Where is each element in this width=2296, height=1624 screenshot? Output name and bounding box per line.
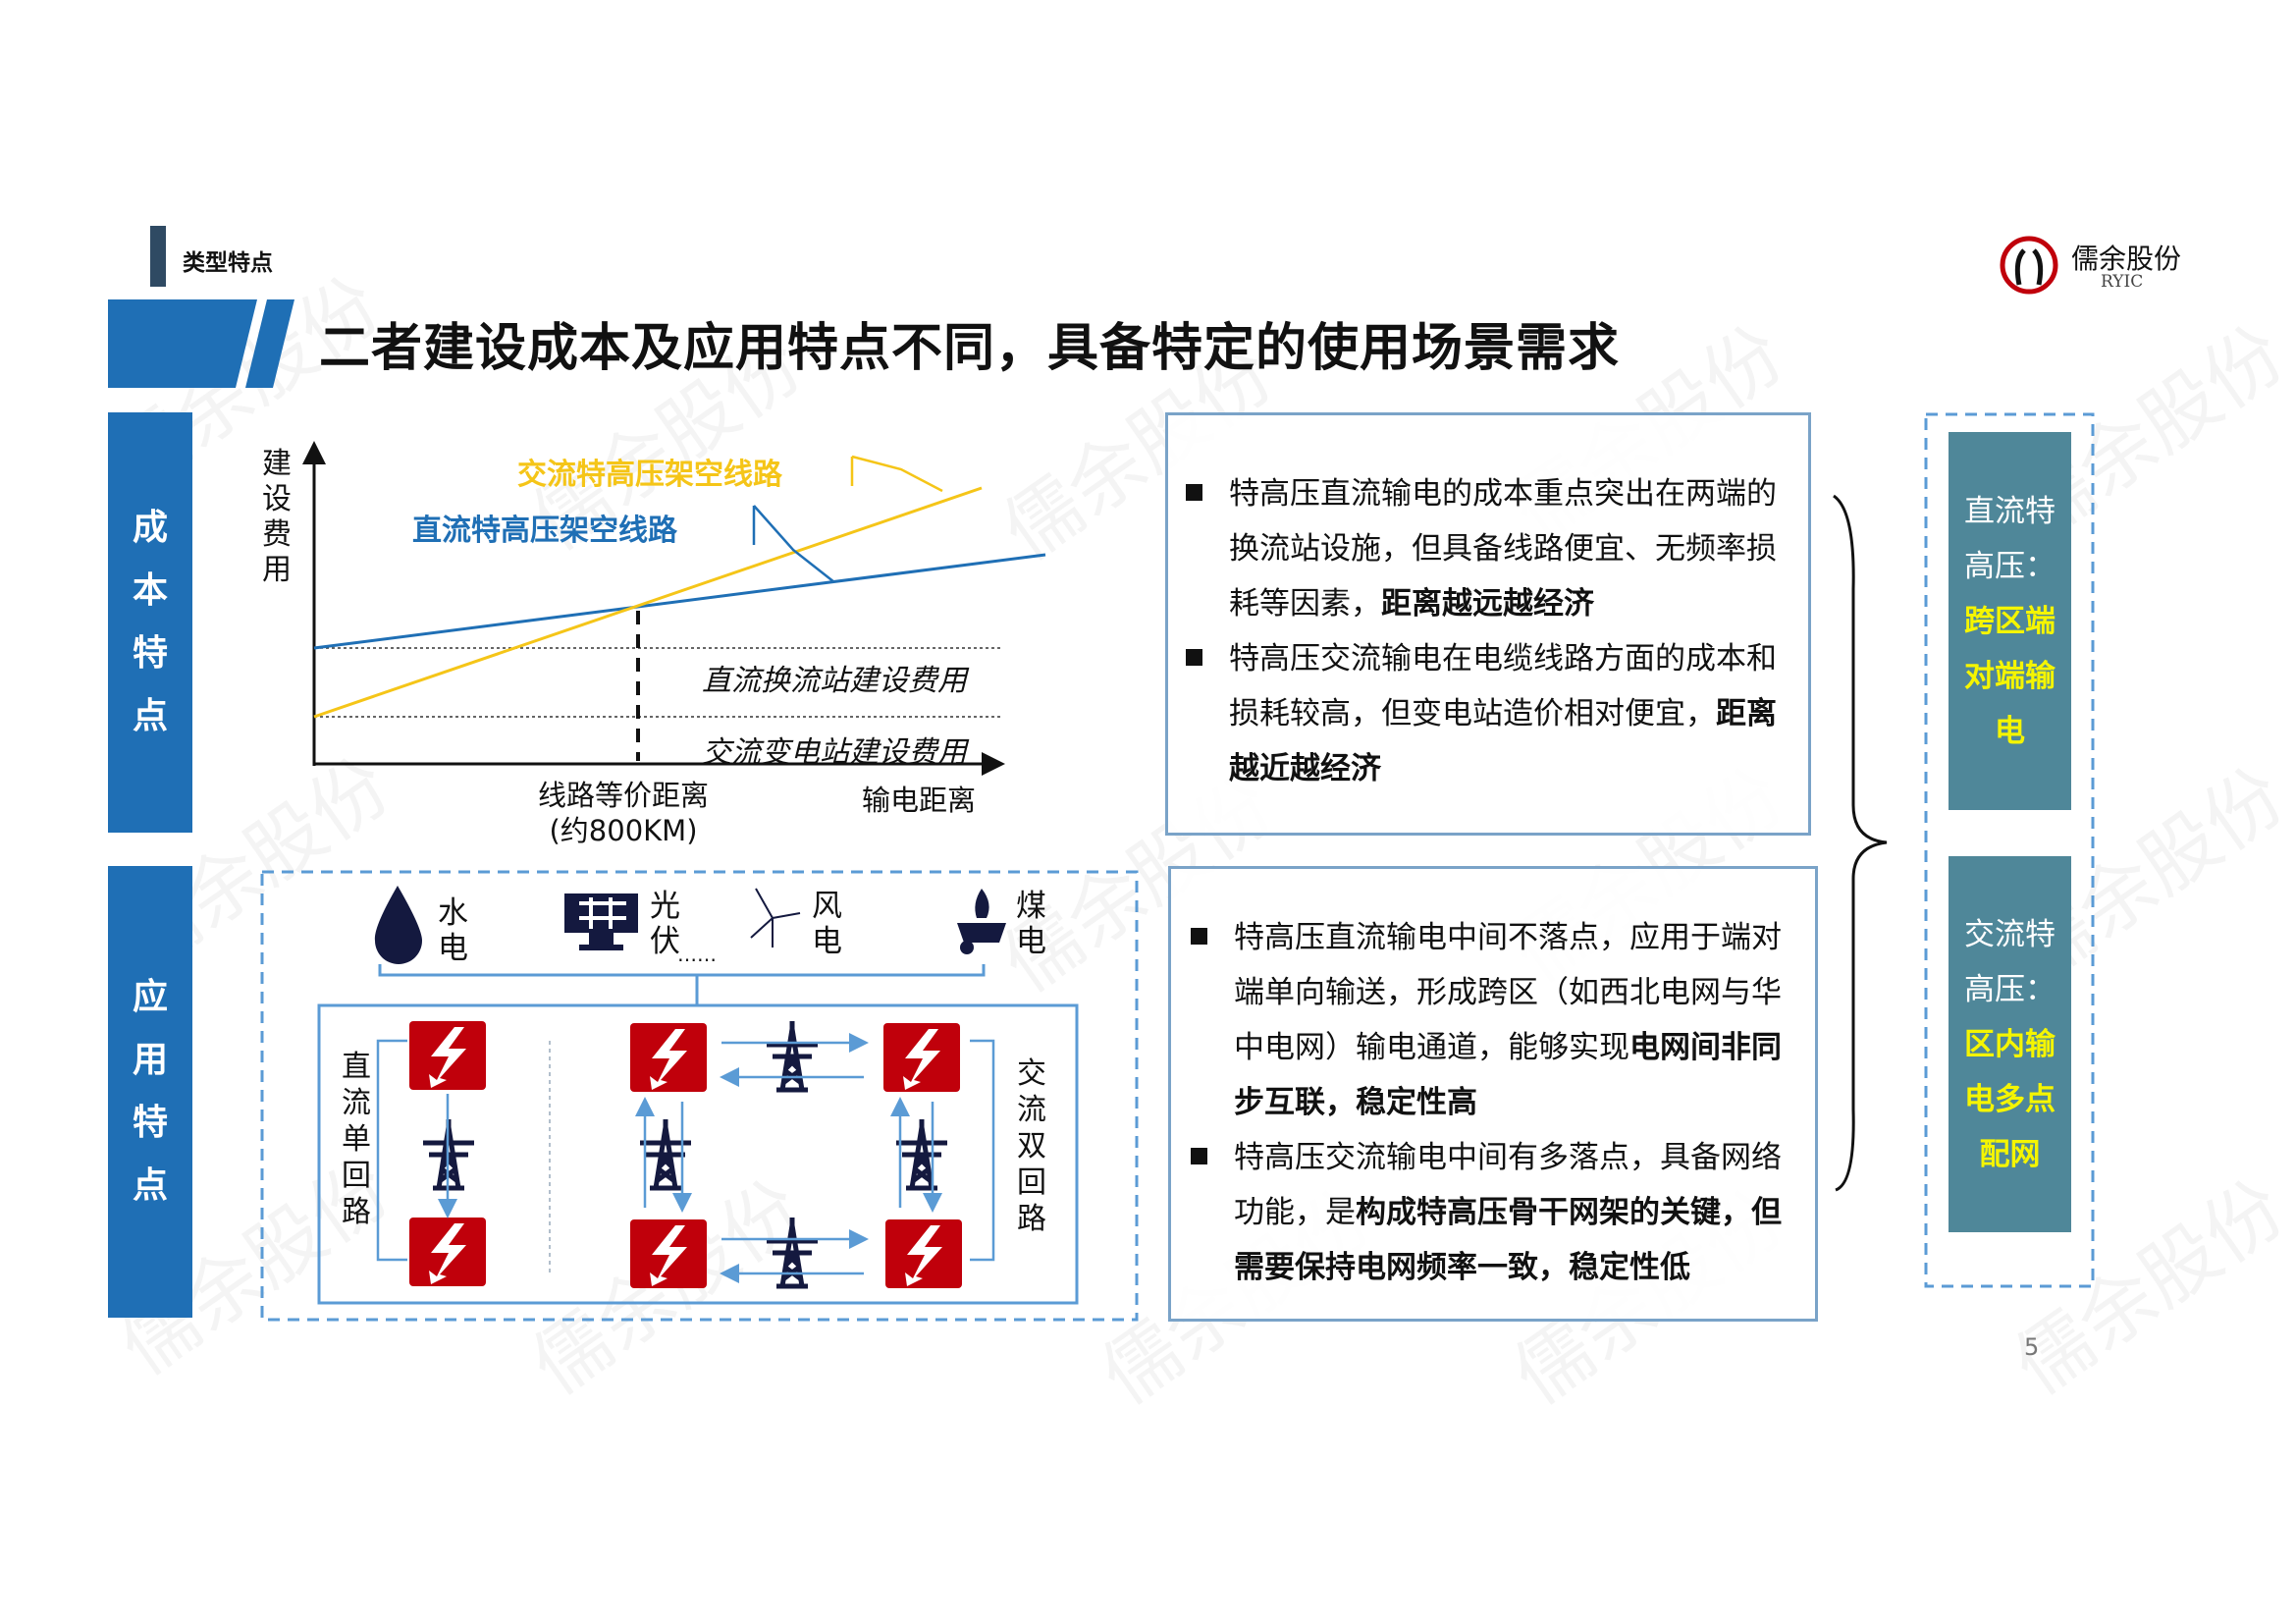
summary-highlight: 跨区端对端输电 bbox=[1964, 603, 2056, 749]
section-tag: 类型特点 bbox=[183, 250, 273, 276]
cost-section-label: 成 本 特 点 bbox=[108, 412, 192, 833]
substation-icon bbox=[630, 1023, 707, 1092]
bullet-bold: 构成特高压骨干网架的关键，但需要保持电网频率一致，稳定性低 bbox=[1234, 1195, 1782, 1285]
bullet-item: 特高压交流输电在电缆线路方面的成本和损耗较高，但变电站造价相对便宜，距离越近越经… bbox=[1186, 631, 1779, 796]
title-banner-stripe bbox=[245, 299, 294, 388]
water-drop-icon bbox=[374, 886, 422, 964]
bullet-text: 特高压交流输电中间有多落点，具备网络功能，是 bbox=[1234, 1140, 1782, 1230]
summary-frame bbox=[1924, 412, 2095, 1288]
flow-arrows bbox=[376, 1033, 995, 1283]
dc-summary-card: 直流特高压： 跨区端对端输电 bbox=[1949, 432, 2071, 810]
transmission-tower-icon bbox=[767, 1218, 818, 1286]
ac-cost-line bbox=[313, 486, 983, 719]
brace bbox=[1833, 494, 1888, 1192]
breakeven-value: (约800KM) bbox=[549, 814, 698, 847]
bullet-bold: 距离越远越经济 bbox=[1381, 586, 1594, 622]
dc-cost-line bbox=[313, 553, 1046, 650]
coal-cart-icon bbox=[957, 889, 1006, 954]
bullet-bold: 距离越近越经济 bbox=[1229, 696, 1777, 786]
ac-callout bbox=[850, 455, 943, 493]
application-frame bbox=[260, 870, 1139, 1322]
substation-icon bbox=[885, 1219, 962, 1288]
breakeven-label: 线路等价距离 (约800KM) bbox=[530, 778, 717, 848]
title-banner bbox=[108, 299, 257, 388]
label-char: 用 bbox=[132, 1040, 168, 1080]
company-logo bbox=[2000, 236, 2058, 295]
label-char: 成 bbox=[132, 508, 168, 548]
label-char: 特 bbox=[132, 633, 168, 674]
logo-name: 儒余股份 bbox=[2071, 243, 2182, 275]
label-char: 点 bbox=[132, 696, 168, 736]
section-tag-bar bbox=[150, 226, 166, 287]
dc-station-label: 直流换流站建设费用 bbox=[702, 664, 967, 698]
bullet-text: 特高压直流输电的成本重点突出在两端的换流站设施，但具备线路便宜、无频率损耗等因素… bbox=[1229, 476, 1777, 622]
application-text-box: 特高压直流输电中间不落点，应用于端对端单向输送，形成跨区（如西北电网与华中电网）… bbox=[1168, 866, 1818, 1322]
source-label-hydro: 水电 bbox=[438, 895, 468, 966]
bullet-text: 特高压直流输电中间不落点，应用于端对端单向输送，形成跨区（如西北电网与华中电网）… bbox=[1234, 920, 1782, 1065]
dc-circuit-label: 直流单回路 bbox=[342, 1050, 371, 1229]
bullet-item: 特高压交流输电中间有多落点，具备网络功能，是构成特高压骨干网架的关键，但需要保持… bbox=[1191, 1130, 1789, 1295]
page-number: 5 bbox=[2024, 1333, 2040, 1361]
wind-turbine-icon bbox=[750, 888, 801, 947]
logo-sub: RYIC bbox=[2101, 272, 2144, 292]
chart-y-label: 建设费用 bbox=[262, 447, 292, 587]
breakeven-text: 线路等价距离 bbox=[537, 779, 709, 812]
ac-summary-card: 交流特高压： 区内输电多点配网 bbox=[1949, 856, 2071, 1232]
summary-title: 直流特高压： bbox=[1964, 493, 2056, 584]
dc-callout bbox=[752, 505, 835, 583]
transmission-tower-icon bbox=[896, 1119, 947, 1188]
bullet-bold: 电网间非同步互联，稳定性高 bbox=[1234, 1030, 1782, 1120]
sources-ellipsis: …… bbox=[677, 943, 717, 966]
application-section-label: 应 用 特 点 bbox=[108, 866, 192, 1318]
source-label-solar: 光伏 bbox=[650, 889, 680, 959]
bullet-text: 特高压交流输电在电缆线路方面的成本和损耗较高，但变电站造价相对便宜， bbox=[1229, 641, 1777, 731]
source-label-wind: 风电 bbox=[812, 889, 842, 959]
solar-panel-icon bbox=[564, 893, 638, 950]
source-label-coal: 煤电 bbox=[1016, 889, 1046, 959]
cost-chart bbox=[302, 441, 1046, 776]
ac-station-label: 交流变电站建设费用 bbox=[702, 735, 967, 770]
bullet-item: 特高压直流输电中间不落点，应用于端对端单向输送，形成跨区（如西北电网与华中电网）… bbox=[1191, 910, 1789, 1130]
label-char: 应 bbox=[132, 977, 168, 1017]
page-title: 二者建设成本及应用特点不同，具备特定的使用场景需求 bbox=[319, 319, 1621, 378]
ac-line-label: 交流特高压架空线路 bbox=[517, 458, 782, 492]
summary-highlight: 区内输电多点配网 bbox=[1964, 1026, 2056, 1172]
bullet-item: 特高压直流输电的成本重点突出在两端的换流站设施，但具备线路便宜、无频率损耗等因素… bbox=[1186, 466, 1779, 631]
chart-x-label: 输电距离 bbox=[862, 784, 977, 817]
label-char: 点 bbox=[132, 1165, 168, 1206]
dc-line-label: 直流特高压架空线路 bbox=[412, 514, 677, 548]
substation-icon bbox=[409, 1218, 486, 1286]
transmission-tower-icon bbox=[767, 1021, 818, 1090]
label-char: 本 bbox=[132, 570, 168, 611]
cost-text-box: 特高压直流输电的成本重点突出在两端的换流站设施，但具备线路便宜、无频率损耗等因素… bbox=[1165, 412, 1811, 836]
substation-icon bbox=[630, 1219, 707, 1288]
ac-circuit-label: 交流双回路 bbox=[1017, 1056, 1046, 1236]
substation-icon bbox=[409, 1021, 486, 1090]
label-char: 特 bbox=[132, 1103, 168, 1143]
sources-connector bbox=[378, 964, 986, 1005]
substation-icon bbox=[883, 1023, 960, 1092]
summary-title: 交流特高压： bbox=[1964, 916, 2056, 1007]
